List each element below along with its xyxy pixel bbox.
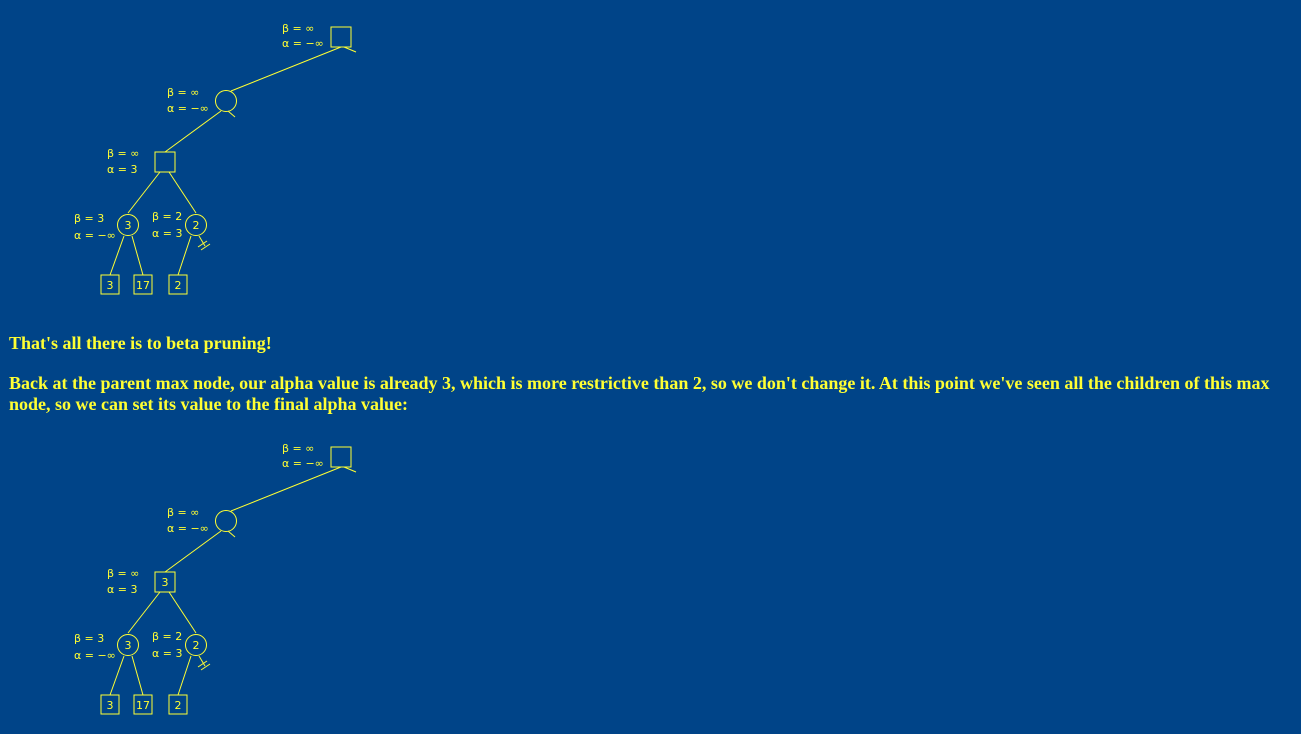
edge-minleft-leaf2 bbox=[131, 235, 144, 276]
max-value: 3 bbox=[162, 576, 169, 589]
max-beta-label: β = ∞ bbox=[107, 567, 139, 580]
prune-mark bbox=[197, 240, 208, 248]
min-node-left bbox=[117, 634, 139, 656]
min-left-beta-label: β = 3 bbox=[74, 632, 104, 645]
root-alpha-label: α = −∞ bbox=[282, 457, 324, 470]
edge-root-stub bbox=[343, 46, 357, 53]
edge-max-minright bbox=[168, 591, 197, 634]
leaf-node-1 bbox=[100, 274, 120, 295]
game-tree-svg: β = ∞ α = −∞ β = ∞ α = −∞ β = ∞ α = 3 3 … bbox=[74, 442, 357, 715]
root-beta-label: β = ∞ bbox=[282, 442, 314, 455]
min-left-beta-label: β = 3 bbox=[74, 212, 104, 225]
edge-min-max bbox=[164, 530, 222, 573]
edge-min-stub bbox=[227, 530, 236, 538]
edge-pruned bbox=[198, 235, 206, 247]
edge-max-minleft bbox=[127, 591, 161, 634]
edge-max-minleft bbox=[127, 171, 161, 214]
leaf-node-3 bbox=[168, 274, 188, 295]
max-node bbox=[154, 571, 176, 593]
edge-root-stub bbox=[343, 466, 357, 473]
min-right-alpha-label: α = 3 bbox=[152, 227, 182, 240]
leaf-node-2 bbox=[133, 274, 153, 295]
min-node-right bbox=[185, 634, 207, 656]
prune-mark bbox=[197, 660, 208, 668]
max-alpha-label: α = 3 bbox=[107, 163, 137, 176]
min-left-alpha-label: α = −∞ bbox=[74, 229, 116, 242]
min-beta-label: β = ∞ bbox=[167, 86, 199, 99]
explanation-text: Back at the parent max node, our alpha v… bbox=[9, 373, 1270, 414]
root-max-node bbox=[330, 446, 352, 468]
min-node-right bbox=[185, 214, 207, 236]
leaf-value-3: 2 bbox=[175, 279, 182, 292]
summary-text: That's all there is to beta pruning! bbox=[9, 333, 272, 353]
leaf-value-2: 17 bbox=[136, 699, 150, 712]
min-node bbox=[215, 90, 237, 112]
max-beta-label: β = ∞ bbox=[107, 147, 139, 160]
min-node bbox=[215, 510, 237, 532]
edge-minright-leaf3 bbox=[177, 655, 192, 696]
root-alpha-label: α = −∞ bbox=[282, 37, 324, 50]
leaf-value-1: 3 bbox=[107, 279, 114, 292]
min-left-value: 3 bbox=[125, 219, 132, 232]
min-right-alpha-label: α = 3 bbox=[152, 647, 182, 660]
root-beta-label: β = ∞ bbox=[282, 22, 314, 35]
edge-pruned bbox=[198, 655, 206, 667]
min-beta-label: β = ∞ bbox=[167, 506, 199, 519]
min-right-value: 2 bbox=[193, 639, 200, 652]
min-alpha-label: α = −∞ bbox=[167, 102, 209, 115]
edge-min-max bbox=[164, 110, 222, 153]
leaf-node-2 bbox=[133, 694, 153, 715]
edge-minleft-leaf1 bbox=[109, 655, 125, 696]
min-left-value: 3 bbox=[125, 639, 132, 652]
min-right-value: 2 bbox=[193, 219, 200, 232]
edge-minleft-leaf2 bbox=[131, 655, 144, 696]
min-node-left bbox=[117, 214, 139, 236]
root-max-node bbox=[330, 26, 352, 48]
game-tree-diagram-1: β = ∞ α = −∞ β = ∞ α = −∞ β = ∞ α = 3 β … bbox=[0, 0, 400, 300]
max-alpha-label: α = 3 bbox=[107, 583, 137, 596]
edge-min-stub bbox=[227, 110, 236, 118]
edge-minright-leaf3 bbox=[177, 235, 192, 276]
edge-root-min bbox=[230, 466, 342, 512]
min-left-alpha-label: α = −∞ bbox=[74, 649, 116, 662]
edge-root-min bbox=[230, 46, 342, 92]
leaf-node-1 bbox=[100, 694, 120, 715]
max-node bbox=[154, 151, 176, 173]
leaf-node-3 bbox=[168, 694, 188, 715]
game-tree-diagram-2: β = ∞ α = −∞ β = ∞ α = −∞ β = ∞ α = 3 3 … bbox=[0, 420, 400, 720]
edge-minleft-leaf1 bbox=[109, 235, 125, 276]
min-right-beta-label: β = 2 bbox=[152, 210, 182, 223]
prune-mark bbox=[200, 243, 211, 251]
leaf-value-2: 17 bbox=[136, 279, 150, 292]
game-tree-svg: β = ∞ α = −∞ β = ∞ α = −∞ β = ∞ α = 3 β … bbox=[74, 22, 357, 295]
min-right-beta-label: β = 2 bbox=[152, 630, 182, 643]
min-alpha-label: α = −∞ bbox=[167, 522, 209, 535]
edge-max-minright bbox=[168, 171, 197, 214]
leaf-value-1: 3 bbox=[107, 699, 114, 712]
prune-mark bbox=[200, 663, 211, 671]
leaf-value-3: 2 bbox=[175, 699, 182, 712]
